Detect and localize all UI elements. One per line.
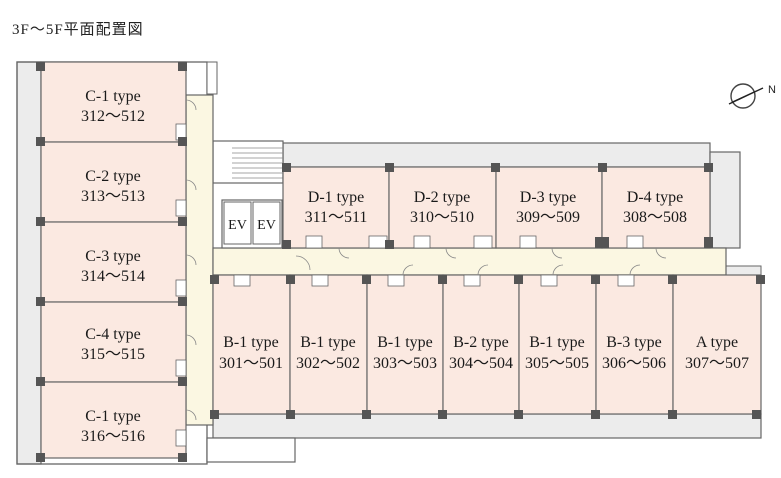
unit-a-type: A type	[696, 334, 738, 351]
elevator-1	[223, 201, 252, 245]
unit-c1-bottom-rooms: 316～516	[81, 428, 145, 445]
unit-d1-rooms: 311～511	[305, 209, 368, 226]
unit-c3-rooms: 314～514	[81, 268, 145, 285]
plan-title: 3F～5F平面配置図	[12, 22, 144, 38]
unit-c3[interactable]	[40, 221, 187, 303]
unit-c4-rooms: 315～515	[81, 346, 145, 363]
unit-d3-type: D-3 type	[520, 189, 576, 206]
unit-b1-305[interactable]	[518, 274, 597, 415]
unit-b3-type: B-3 type	[606, 334, 662, 351]
south-balcony	[212, 413, 762, 439]
unit-c4-type: C-4 type	[85, 326, 141, 343]
unit-c1-top-rooms: 312～512	[81, 108, 145, 125]
unit-d3-rooms: 309～509	[516, 209, 580, 226]
unit-b1-302[interactable]	[289, 274, 368, 415]
unit-d2-type: D-2 type	[414, 189, 470, 206]
north-compass-icon: N	[728, 83, 776, 109]
unit-b2[interactable]	[442, 274, 520, 415]
south-units	[212, 274, 762, 415]
unit-c2-type: C-2 type	[85, 168, 141, 185]
unit-b1-302-rooms: 302～502	[296, 355, 360, 372]
compass-label: N	[768, 84, 776, 96]
elevator-hall: EV EV	[221, 199, 283, 249]
west-corridor	[185, 94, 214, 426]
main-corridor	[212, 247, 727, 276]
unit-b1-305-type: B-1 type	[529, 334, 585, 351]
unit-d2[interactable]	[388, 166, 497, 249]
east-balcony	[709, 151, 741, 249]
unit-b3[interactable]	[595, 274, 674, 415]
unit-c1-bottom-type: C-1 type	[85, 408, 141, 425]
unit-b1-303[interactable]	[366, 274, 444, 415]
unit-d2-rooms: 310～510	[410, 209, 474, 226]
unit-d4[interactable]	[601, 166, 711, 249]
unit-d1-type: D-1 type	[308, 189, 364, 206]
west-balcony	[16, 61, 42, 465]
unit-d3[interactable]	[495, 166, 603, 249]
unit-b1-302-type: B-1 type	[300, 334, 356, 351]
lower-extension	[206, 437, 296, 463]
roof-edge	[206, 61, 218, 95]
unit-c1-bottom[interactable]	[40, 381, 187, 459]
unit-c2[interactable]	[40, 141, 187, 223]
unit-b1-303-rooms: 303～503	[373, 355, 437, 372]
unit-b1-301[interactable]	[212, 274, 291, 415]
unit-a[interactable]	[672, 274, 762, 415]
west-units	[40, 61, 187, 459]
unit-b1-301-rooms: 301～501	[219, 355, 283, 372]
elevator-2-label: EV	[257, 218, 276, 233]
stairwell	[212, 140, 284, 184]
unit-c1-top-type: C-1 type	[85, 88, 141, 105]
elevator-1-label: EV	[228, 218, 247, 233]
unit-b2-type: B-2 type	[453, 334, 509, 351]
unit-labels: C-1 type 312～512 C-2 type 313～513 C-3 ty…	[81, 88, 749, 445]
door-swings	[185, 99, 667, 421]
unit-d4-rooms: 308～508	[623, 209, 687, 226]
unit-b2-rooms: 304～504	[449, 355, 513, 372]
north-units	[282, 166, 711, 249]
unit-b1-301-type: B-1 type	[223, 334, 279, 351]
unit-c1-top[interactable]	[40, 61, 187, 143]
unit-b1-303-type: B-1 type	[377, 334, 433, 351]
unit-c4[interactable]	[40, 301, 187, 383]
unit-b1-305-rooms: 305～505	[525, 355, 589, 372]
unit-b3-rooms: 306～506	[602, 355, 666, 372]
unit-c3-type: C-3 type	[85, 248, 141, 265]
columns	[36, 62, 765, 462]
unit-a-rooms: 307～507	[685, 355, 749, 372]
unit-c2-rooms: 313～513	[81, 188, 145, 205]
elevator-2	[252, 201, 281, 245]
corridors	[185, 94, 727, 426]
unit-d4-type: D-4 type	[627, 189, 683, 206]
